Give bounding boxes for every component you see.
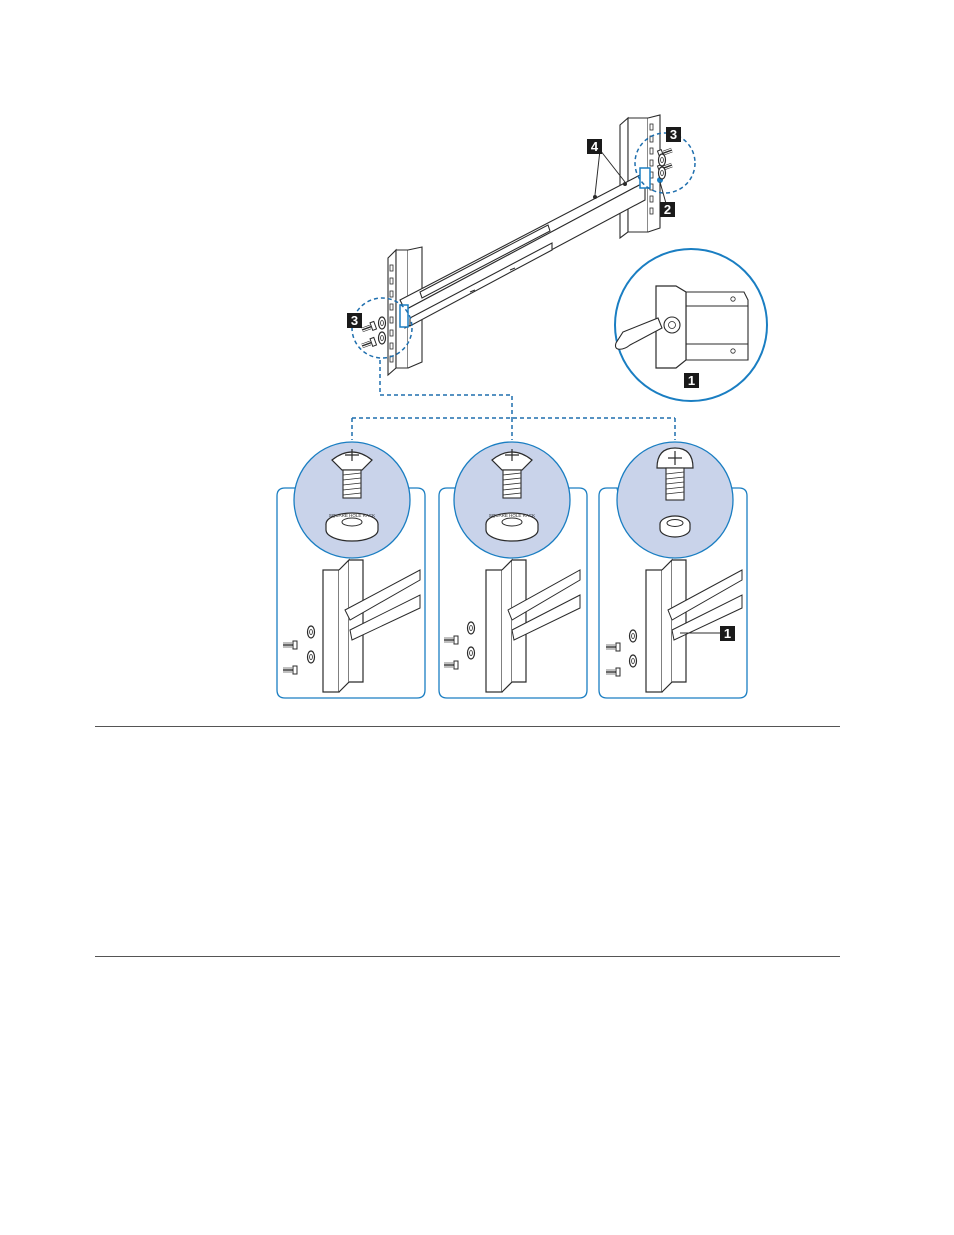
lock-washer-icon <box>660 516 690 537</box>
washer-label: SQUARE HOLE RACK <box>329 513 375 518</box>
slide-rail <box>400 175 645 328</box>
svg-text:1: 1 <box>688 373 695 388</box>
callout-3-left: 3 <box>347 313 362 328</box>
callout-2: 2 <box>660 202 675 217</box>
connector-lines <box>352 360 675 440</box>
callout-4: 4 <box>587 139 602 154</box>
panel-3 <box>599 442 747 698</box>
svg-text:3: 3 <box>351 313 358 328</box>
svg-text:3: 3 <box>670 127 677 142</box>
svg-text:4: 4 <box>591 139 599 154</box>
svg-text:2: 2 <box>664 202 671 217</box>
svg-text:1: 1 <box>724 626 731 641</box>
rail-bracket-front <box>400 305 408 327</box>
callout-1-bottom: 1 <box>720 626 735 641</box>
divider-top <box>95 726 840 727</box>
washer-label: SQUARE HOLE RACK <box>489 513 535 518</box>
washer-icon: SQUARE HOLE RACK <box>326 513 378 541</box>
panel-1: SQUARE HOLE RACK <box>277 442 425 698</box>
washer-icon: SQUARE HOLE RACK <box>486 513 538 541</box>
panel-2: SQUARE HOLE RACK <box>439 442 587 698</box>
divider-bottom <box>95 956 840 957</box>
callout-3-right: 3 <box>666 127 681 142</box>
callout-1-top: 1 <box>684 373 699 388</box>
